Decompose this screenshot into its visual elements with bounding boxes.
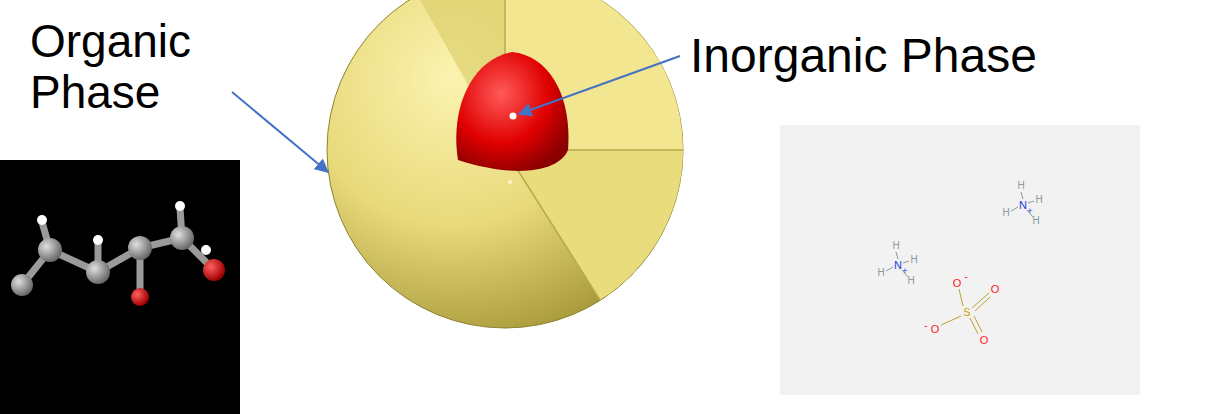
phase-label: Inorganic Phase xyxy=(690,30,1037,83)
atom-label: H xyxy=(910,255,917,265)
atom-label: H xyxy=(877,268,884,278)
core-shell-sphere xyxy=(327,0,683,328)
cutaway-plane xyxy=(505,150,683,300)
charge-label: + xyxy=(1027,207,1032,216)
atom-label: O xyxy=(953,278,962,289)
atom-label: O xyxy=(980,335,989,346)
leader-arrow xyxy=(519,56,680,114)
atom-label: S xyxy=(963,307,970,318)
ion-structure xyxy=(780,125,1140,395)
atom-label: H xyxy=(892,241,899,251)
charge-label: - xyxy=(964,272,967,282)
atom-label: N xyxy=(894,260,902,271)
atom-label: H xyxy=(1035,195,1042,205)
molecule-model xyxy=(0,160,240,414)
inorganic-core xyxy=(456,52,568,171)
atom-label: H xyxy=(1017,181,1024,191)
atom-label: H xyxy=(1002,208,1009,218)
leader-arrow xyxy=(232,92,328,172)
charge-label: + xyxy=(902,267,907,276)
charge-label: - xyxy=(924,321,927,331)
atom-label: H xyxy=(1032,216,1039,226)
atom-label: O xyxy=(931,324,940,335)
phase-label: Organic Phase xyxy=(30,16,205,117)
atom-label: H xyxy=(907,276,914,286)
atom-label: O xyxy=(991,284,1000,295)
atom-label: N xyxy=(1019,200,1027,211)
